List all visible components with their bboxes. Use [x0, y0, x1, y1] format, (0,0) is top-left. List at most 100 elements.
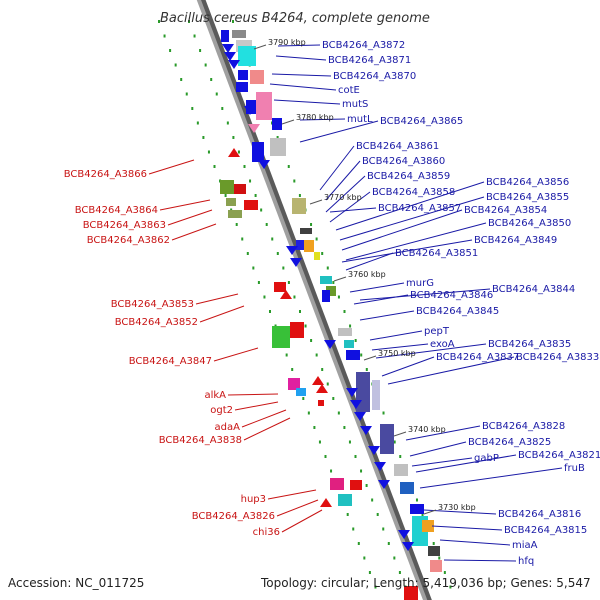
gene-label-forward: BCB4264_A3849	[474, 235, 557, 246]
gene-label-forward: BCB4264_A3845	[416, 306, 499, 317]
tick-mark	[423, 509, 437, 515]
leader-line	[387, 356, 515, 385]
track-dot	[382, 527, 385, 531]
track-dot	[343, 310, 346, 313]
gene-arrow	[324, 340, 336, 349]
gene-block	[428, 546, 440, 556]
track-dot	[299, 310, 301, 313]
track-dot	[337, 411, 340, 415]
leader-line	[349, 282, 405, 293]
gene-label-forward: pepT	[424, 326, 450, 337]
track-dot	[363, 556, 366, 560]
leader-line	[281, 509, 323, 533]
leader-line	[273, 99, 341, 105]
map-title: Bacillus cereus B4264, complete genome	[160, 11, 430, 26]
gene-arrow	[280, 290, 292, 299]
gene-block	[300, 228, 312, 234]
gene-label-forward: BCB4264_A3865	[380, 116, 463, 127]
gene-block	[350, 480, 362, 490]
leader-line	[335, 181, 485, 231]
track-dot	[310, 223, 313, 226]
track-dot	[276, 252, 279, 255]
leader-line	[213, 347, 259, 362]
tick-label: 3730 kbp	[438, 503, 476, 512]
gene-arrow	[258, 160, 270, 169]
leader-line	[371, 343, 429, 351]
gene-label-forward: gabP	[474, 453, 499, 464]
track-dot	[332, 281, 335, 284]
gene-block	[404, 586, 418, 600]
track-dot	[360, 469, 363, 473]
gene-block	[318, 400, 324, 406]
track-dot	[191, 107, 194, 110]
track-dot	[263, 295, 266, 299]
track-dot	[357, 542, 360, 545]
gene-label-forward: mutS	[342, 99, 368, 110]
gene-arrow	[248, 124, 260, 133]
track-dot	[271, 237, 274, 241]
leader-line	[329, 191, 371, 223]
gene-block	[410, 504, 424, 514]
track-dot	[302, 397, 305, 400]
gene-label-forward: mutL	[347, 114, 373, 125]
tick-label: 3760 kbp	[348, 270, 386, 279]
gene-block	[372, 380, 380, 410]
leader-line	[375, 343, 487, 359]
track-dot	[368, 571, 371, 574]
gene-arrow	[286, 246, 298, 255]
leader-lines	[148, 44, 563, 562]
tick-label: 3740 kbp	[408, 425, 446, 434]
track-dot	[321, 252, 324, 255]
gene-block	[400, 482, 414, 494]
gene-label-forward: BCB4264_A3825	[468, 437, 551, 448]
gene-block	[422, 520, 434, 532]
leader-line	[227, 393, 279, 396]
leader-line	[299, 118, 346, 121]
tick-label: 3780 kbp	[296, 113, 334, 122]
track-dot	[287, 281, 290, 284]
track-dot	[285, 353, 288, 357]
leader-line	[341, 209, 463, 251]
leader-line	[423, 509, 497, 515]
track-dot	[202, 136, 205, 139]
track-dot	[260, 208, 263, 212]
track-dot	[232, 20, 234, 23]
tick-mark	[281, 119, 295, 125]
leader-line	[329, 207, 377, 213]
accession-text: Accession: NC_011725	[8, 576, 144, 590]
gene-arrow	[350, 400, 362, 409]
track-dot	[382, 411, 385, 415]
gene-label-forward: BCB4264_A3821	[518, 450, 600, 461]
track-dot	[349, 324, 352, 328]
gene-label-reverse: BCB4264_A3853	[111, 299, 194, 310]
leader-line	[325, 175, 366, 213]
gene-label-forward: BCB4264_A3851	[395, 248, 478, 259]
tick-mark	[333, 276, 347, 282]
topology-text: Topology: circular; Length: 5,419,036 bp…	[260, 576, 591, 590]
track-dot	[387, 542, 390, 545]
gene-block	[338, 494, 352, 506]
track-dot	[443, 571, 446, 574]
gene-block	[330, 478, 344, 490]
leader-line	[341, 239, 473, 263]
gene-block	[344, 340, 354, 348]
gene-arrow	[378, 480, 390, 489]
track-dot	[307, 411, 310, 415]
track-dot	[315, 353, 318, 357]
track-dot	[324, 455, 327, 458]
gene-label-forward: cotE	[338, 85, 360, 96]
track-dot	[193, 34, 196, 38]
gene-block	[380, 424, 394, 454]
leader-line	[409, 441, 467, 457]
leader-line	[299, 120, 379, 143]
gene-block	[326, 286, 336, 296]
gene-arrow	[224, 52, 236, 61]
track-dot	[415, 498, 418, 502]
gene-arrow	[312, 376, 324, 385]
track-dot	[354, 339, 357, 342]
leader-line	[359, 288, 491, 301]
gene-label-reverse: BCB4264_A3864	[75, 205, 158, 216]
gene-label-reverse: BCB4264_A3866	[64, 169, 147, 180]
track-dot	[393, 556, 396, 560]
